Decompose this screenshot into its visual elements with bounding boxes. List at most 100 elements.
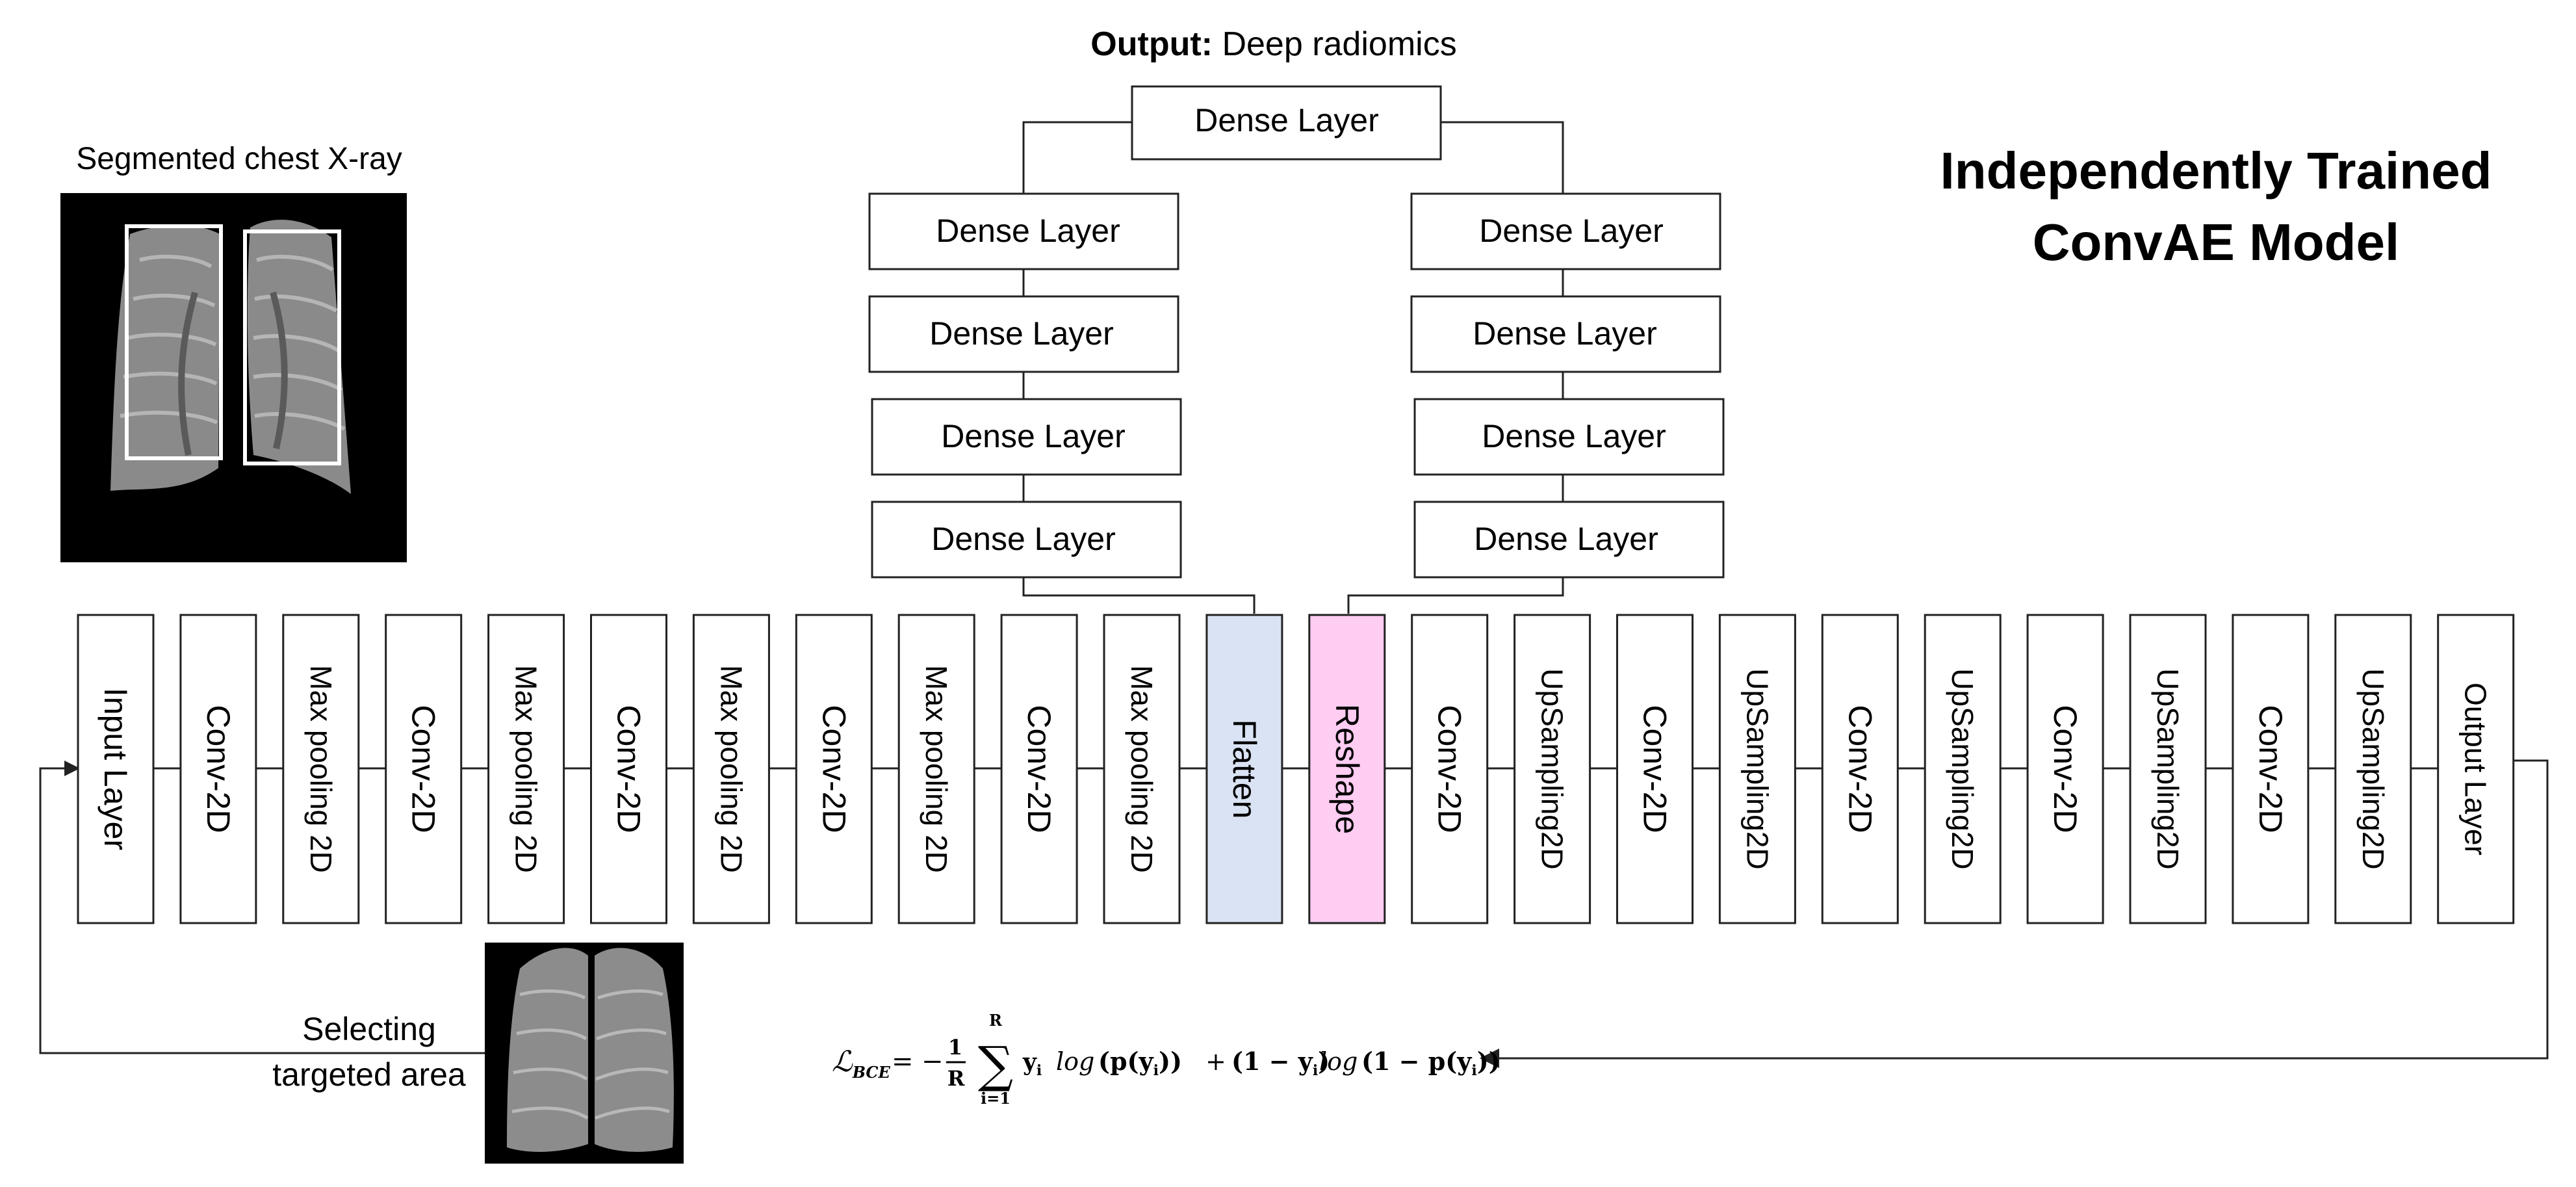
pipeline-layer-label: Conv-2D [406,705,442,833]
svg-text:Dense Layer: Dense Layer [1194,102,1379,138]
pipeline-layers: Input Layer Conv-2D Max pooling 2D Conv-2D M… [77,614,2515,924]
pipeline-layer-box [1616,614,1694,924]
pipeline-layer-6-conv-2d: Conv-2D [590,614,667,924]
pipeline-layer-label: Conv-2D [2252,705,2289,833]
pipeline-layer-box [1513,614,1591,924]
pipeline-layer-16-conv-2d: Conv-2D [1616,614,1694,924]
output-label: Output: Deep radiomics [1090,25,1456,63]
dense-layer-left-4: Dense Layer [871,501,1182,579]
pipeline-layer-10-conv-2d: Conv-2D [1000,614,1078,924]
pipeline-layer-box [487,614,565,924]
pipeline-layer-5-max-pooling-2d: Max pooling 2D [487,614,565,924]
formula-log1: log [1056,1047,1094,1076]
segmented-xray-image [60,193,407,562]
pipeline-layer-box [282,614,360,924]
pipeline-layer-label: Max pooling 2D [304,665,338,873]
svg-text:Dense Layer: Dense Layer [936,213,1120,249]
pipeline-layer-12-flatten: Flatten [1205,614,1283,924]
pipeline-layer-1-input-layer: Input Layer [77,614,155,924]
pipeline-layer-box [897,614,975,924]
pipeline-layer-11-max-pooling-2d: Max pooling 2D [1103,614,1181,924]
formula-sum-lower: i=1 [981,1089,1011,1108]
pipeline-layer-box [2129,614,2207,924]
pipeline-layer-8-conv-2d: Conv-2D [795,614,873,924]
formula-term1: yi [1022,1049,1042,1079]
formula-log2: log [1319,1047,1358,1076]
selecting-label-line1: Selecting [302,1011,436,1047]
dense-layer-top: Dense Layer [1131,85,1442,161]
formula-p1: (p(yi)) [1098,1047,1182,1079]
pipeline-layer-20-conv-2d: Conv-2D [2026,614,2104,924]
output-label-prefix: Output: [1090,25,1213,63]
formula-minus: − [921,1047,944,1076]
svg-text:Dense Layer: Dense Layer [931,521,1116,557]
pipeline-layer-15-upsampling2d: UpSampling2D [1513,614,1591,924]
pipeline-layer-label: Conv-2D [2047,705,2083,833]
output-label-value: Deep radiomics [1222,25,1456,63]
pipeline-layer-label: UpSampling2D [2151,668,2185,869]
pipeline-layer-box [179,614,257,924]
pipeline-layer-label: UpSampling2D [2356,668,2390,869]
pipeline-layer-label: Conv-2D [1842,705,1878,833]
formula-p2: (1 − p(yi)) [1361,1047,1501,1079]
pipeline-layer-box [2232,614,2310,924]
dense-layer-left-1: Dense Layer [868,192,1179,270]
formula-frac-numerator: 1 [948,1035,962,1060]
pipeline-layer-box [795,614,873,924]
pipeline-layer-box [2437,614,2515,924]
pipeline-layer-box [1205,614,1283,924]
pipeline-layer-label: Conv-2D [1432,705,1468,833]
dense-layer-left-2: Dense Layer [868,295,1179,373]
svg-text:Dense Layer: Dense Layer [1479,213,1664,249]
formula-frac-denominator: R [947,1066,965,1091]
dense-tree-connectors [1022,121,1564,614]
dense-layer-right-4: Dense Layer [1413,501,1725,579]
pipeline-layer-label: Reshape [1329,704,1365,834]
segmented-xray-caption: Segmented chest X-ray [76,142,402,176]
pipeline-layer-box [1718,614,1796,924]
svg-text:Dense Layer: Dense Layer [1473,315,1657,352]
pipeline-layer-18-conv-2d: Conv-2D [1821,614,1899,924]
pipeline-layer-label: Max pooling 2D [1125,665,1159,873]
pipeline-layer-box [385,614,463,924]
model-title-line2: ConvAE Model [2033,213,2399,271]
pipeline-layer-23-upsampling2d: UpSampling2D [2334,614,2412,924]
pipeline-layer-17-upsampling2d: UpSampling2D [1718,614,1796,924]
pipeline-layer-box [1821,614,1899,924]
pipeline-layer-7-max-pooling-2d: Max pooling 2D [692,614,770,924]
pipeline-layer-label: Output Layer [2459,683,2493,855]
pipeline-layer-21-upsampling2d: UpSampling2D [2129,614,2207,924]
pipeline-layer-14-conv-2d: Conv-2D [1411,614,1489,924]
pipeline-layer-label: Conv-2D [1637,705,1673,833]
svg-text:Dense Layer: Dense Layer [929,315,1114,352]
pipeline-layer-label: UpSampling2D [1536,668,1569,869]
svg-text:Dense Layer: Dense Layer [1474,521,1658,557]
pipeline-layer-2-conv-2d: Conv-2D [179,614,257,924]
pipeline-layer-box [1924,614,2002,924]
pipeline-layer-24-output-layer: Output Layer [2437,614,2515,924]
pipeline-layer-box [2334,614,2412,924]
pipeline-layer-label: Input Layer [97,688,134,850]
model-title-line1: Independently Trained [1940,142,2492,200]
pipeline-layer-label: Conv-2D [816,705,852,833]
pipeline-layer-22-conv-2d: Conv-2D [2232,614,2310,924]
pipeline-layer-box [1000,614,1078,924]
pipeline-layer-3-max-pooling-2d: Max pooling 2D [282,614,360,924]
pipeline-layer-box [2026,614,2104,924]
pipeline-layer-label: Max pooling 2D [509,665,543,873]
pipeline-layer-box [1411,614,1489,924]
pipeline-layer-label: Conv-2D [1021,705,1057,833]
dense-layer-right-1: Dense Layer [1410,192,1721,270]
pipeline-layer-box [692,614,770,924]
pipeline-layer-19-upsampling2d: UpSampling2D [1924,614,2002,924]
pipeline-layer-label: Max pooling 2D [920,665,953,873]
svg-text:Dense Layer: Dense Layer [941,418,1126,454]
input-feedback-connector [39,761,485,1054]
formula-equals: = [892,1047,914,1076]
bce-loss-formula: ℒBCE = − 1 R R ∑ i=1 yi log (p(yi)) + (1… [832,1011,1501,1108]
pipeline-layer-label: Max pooling 2D [714,665,748,873]
formula-plus: + [1205,1047,1226,1076]
svg-text:Dense Layer: Dense Layer [1482,418,1666,454]
selected-area-image [485,943,684,1164]
